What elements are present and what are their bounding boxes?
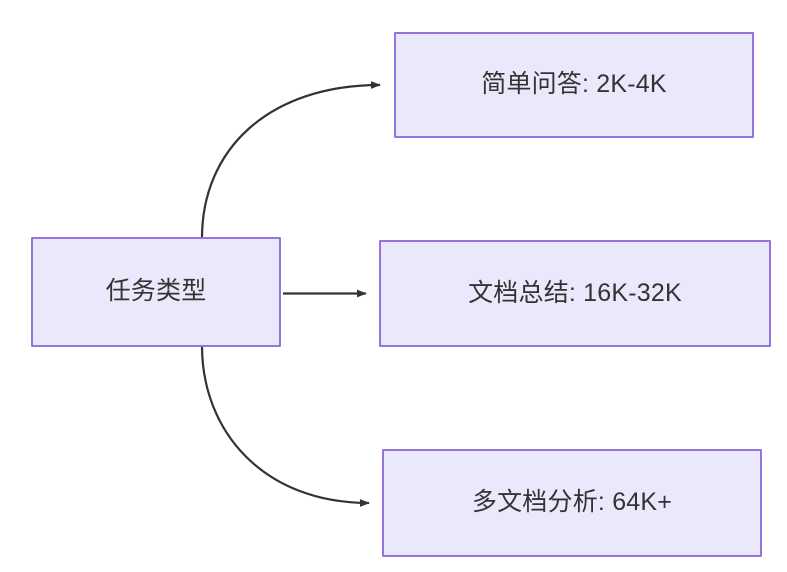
node-multi-document-analysis-label: 多文档分析: 64K+ xyxy=(471,488,673,517)
node-document-summary-label: 文档总结: 16K-32K xyxy=(468,278,682,307)
node-multi-document-analysis[interactable]: 多文档分析: 64K+ xyxy=(382,449,762,557)
edge-root-to-multidoc xyxy=(200,345,370,507)
edge-root-to-simple xyxy=(200,81,381,239)
node-document-summary[interactable]: 文档总结: 16K-32K xyxy=(379,240,771,347)
node-simple-qa-label: 简单问答: 2K-4K xyxy=(481,70,667,99)
node-task-type[interactable]: 任务类型 xyxy=(31,237,281,347)
node-simple-qa[interactable]: 简单问答: 2K-4K xyxy=(394,32,754,138)
node-task-type-label: 任务类型 xyxy=(105,277,207,306)
